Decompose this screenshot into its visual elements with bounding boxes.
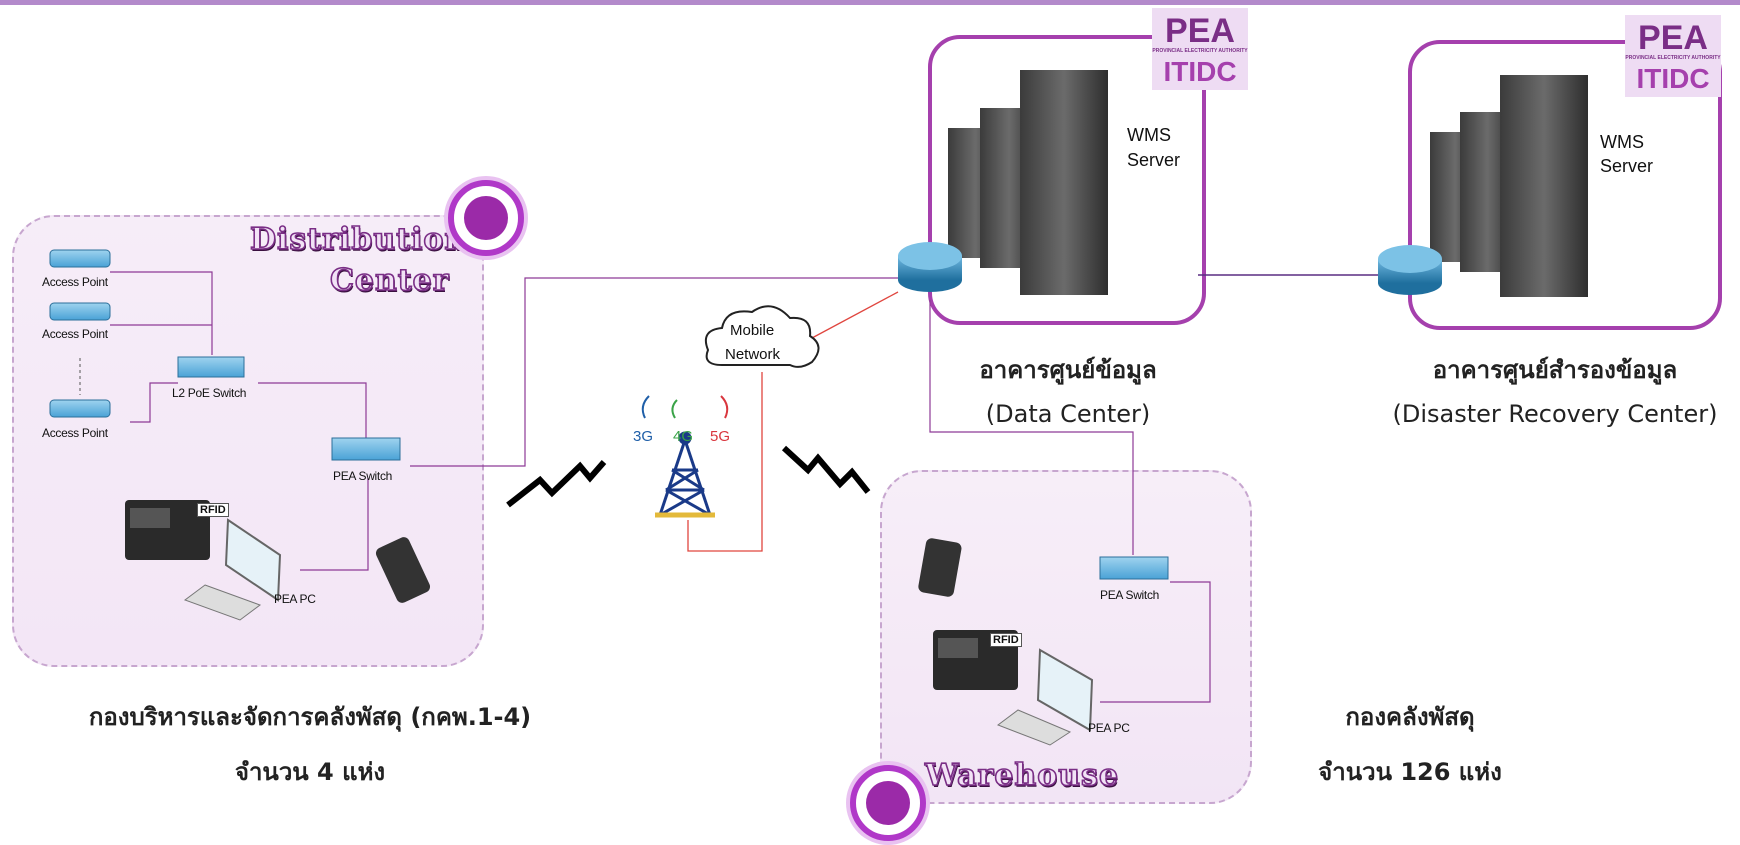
access-point-icon bbox=[49, 249, 111, 418]
pea-itidc-logo: PEA PROVINCIAL ELECTRICITY AUTHORITY ITI… bbox=[1152, 8, 1248, 90]
pea-switch-label: PEA Switch bbox=[1100, 588, 1160, 602]
rfid-label: RFID bbox=[197, 503, 229, 517]
dc-links bbox=[110, 271, 928, 571]
handheld-scanner-icon bbox=[375, 537, 962, 603]
switch-icon bbox=[177, 356, 1169, 580]
wms-server-label-line2: Server bbox=[1127, 150, 1181, 170]
mobile-network-label-line1: Mobile bbox=[730, 322, 775, 339]
wireless-link-right-icon bbox=[781, 445, 871, 494]
rfid-label: RFID bbox=[990, 633, 1022, 647]
drc-caption-en: (Disaster Recovery Center) bbox=[1392, 400, 1718, 428]
wms-server-label-line1: WMS bbox=[1127, 125, 1171, 145]
wh-count-caption: จำนวน 126 แห่ง bbox=[1318, 758, 1502, 786]
access-point-label: Access Point bbox=[42, 426, 108, 440]
pea-pc-label: PEA PC bbox=[1088, 721, 1130, 735]
drc-caption-th: อาคารศูนย์สำรองข้อมูล bbox=[1432, 356, 1678, 384]
warehouse-links bbox=[929, 300, 1211, 703]
dc-count-caption: จำนวน 4 แห่ง bbox=[234, 758, 386, 786]
signal-arcs-icon bbox=[641, 395, 729, 419]
3g-label: 3G bbox=[633, 428, 654, 445]
access-point-label: Access Point bbox=[42, 275, 108, 289]
access-point-label: Access Point bbox=[42, 327, 108, 341]
wms-server-label-line1: WMS bbox=[1600, 132, 1644, 152]
pc-icon bbox=[183, 518, 1094, 746]
data-center-caption-th: อาคารศูนย์ข้อมูล bbox=[979, 356, 1157, 384]
4g-label: 4G bbox=[673, 428, 694, 445]
distribution-title-line2: Center bbox=[329, 262, 450, 299]
wh-organization-caption: กองคลังพัสดุ bbox=[1345, 703, 1475, 731]
pea-itidc-logo: PEA PROVINCIAL ELECTRICITY AUTHORITY ITI… bbox=[1625, 15, 1721, 97]
dc-organization-caption: กองบริหารและจัดการคลังพัสดุ (กคพ.1-4) bbox=[88, 703, 532, 731]
pea-switch-label: PEA Switch bbox=[333, 469, 393, 483]
warehouse-badge-icon bbox=[448, 180, 524, 256]
warehouse-title: Warehouse bbox=[924, 757, 1120, 794]
l2-poe-switch-label: L2 PoE Switch bbox=[172, 386, 247, 400]
mobile-links bbox=[687, 291, 899, 552]
warehouse-badge-icon bbox=[850, 765, 926, 841]
cloud-icon bbox=[704, 305, 820, 368]
mobile-network-label-line2: Network bbox=[725, 346, 781, 363]
5g-label: 5G bbox=[710, 428, 731, 445]
wms-server-label-line2: Server bbox=[1600, 156, 1654, 176]
router-icon bbox=[898, 242, 1442, 295]
rfid-printer-icon bbox=[125, 500, 1018, 690]
wireless-link-left-icon bbox=[506, 460, 607, 508]
cell-tower-icon bbox=[655, 431, 715, 518]
top-accent-bar bbox=[0, 0, 1740, 5]
distribution-title-line1: Distribution bbox=[249, 221, 468, 258]
data-center-caption-en: (Data Center) bbox=[985, 400, 1151, 428]
pea-pc-label: PEA PC bbox=[274, 592, 316, 606]
server-rack-icon bbox=[948, 70, 1588, 297]
